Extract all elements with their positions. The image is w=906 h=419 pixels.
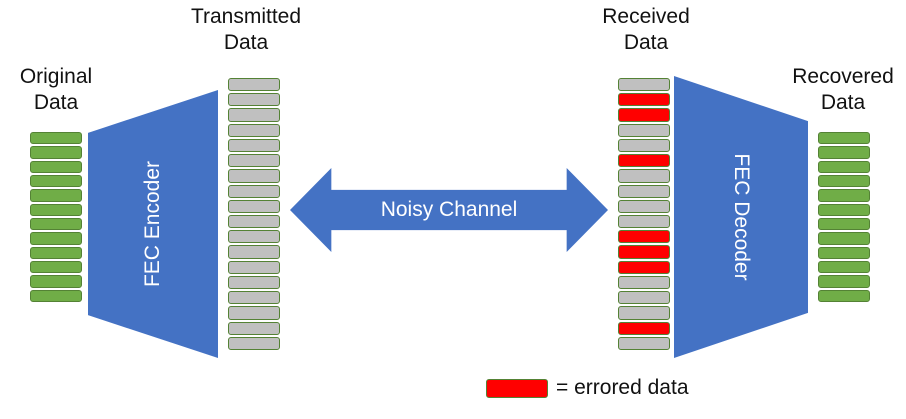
fec-decoder-label: FEC Decoder bbox=[730, 153, 753, 281]
cell-transmitted-12 bbox=[228, 245, 280, 259]
cell-received-4 bbox=[618, 123, 670, 137]
stack-transmitted-data bbox=[228, 78, 280, 350]
cell-original-10 bbox=[30, 260, 82, 274]
block-fec-encoder[interactable]: FEC Encoder bbox=[88, 90, 218, 358]
cell-transmitted-4 bbox=[228, 123, 280, 137]
cell-transmitted-9 bbox=[228, 199, 280, 213]
cell-received-10 bbox=[618, 214, 670, 229]
label-received-data: Received Data bbox=[602, 5, 690, 54]
cell-recovered-1 bbox=[818, 132, 870, 145]
cell-recovered-3 bbox=[818, 160, 870, 173]
cell-recovered-5 bbox=[818, 189, 870, 202]
cell-recovered-4 bbox=[818, 174, 870, 188]
legend: = errored data bbox=[486, 376, 689, 400]
cell-transmitted-14 bbox=[228, 275, 280, 290]
cell-transmitted-3 bbox=[228, 108, 280, 122]
label-transmitted-data: Transmitted Data bbox=[190, 5, 302, 54]
cell-received-5 bbox=[618, 138, 670, 153]
cell-original-8 bbox=[30, 232, 82, 245]
cell-received-13-errored bbox=[618, 260, 670, 274]
cell-original-9 bbox=[30, 246, 82, 259]
cell-transmitted-5 bbox=[228, 138, 280, 153]
cell-transmitted-17 bbox=[228, 321, 280, 335]
cell-transmitted-18 bbox=[228, 336, 280, 350]
label-recovered-data: Recovered Data bbox=[792, 65, 894, 114]
cell-received-2-errored bbox=[618, 93, 670, 107]
cell-received-14 bbox=[618, 275, 670, 290]
cell-received-3-errored bbox=[618, 108, 670, 122]
cell-transmitted-8 bbox=[228, 184, 280, 198]
cell-transmitted-6 bbox=[228, 154, 280, 168]
legend-errored-swatch bbox=[486, 378, 548, 398]
cell-original-11 bbox=[30, 275, 82, 288]
cell-recovered-8 bbox=[818, 232, 870, 245]
cell-transmitted-10 bbox=[228, 214, 280, 229]
cell-received-18 bbox=[618, 336, 670, 350]
cell-original-2 bbox=[30, 146, 82, 159]
stack-received-data bbox=[618, 78, 670, 350]
cell-recovered-10 bbox=[818, 260, 870, 274]
cell-received-17-errored bbox=[618, 321, 670, 335]
cell-received-9 bbox=[618, 199, 670, 213]
cell-received-1 bbox=[618, 78, 670, 92]
cell-transmitted-2 bbox=[228, 93, 280, 107]
cell-received-16 bbox=[618, 306, 670, 320]
cell-transmitted-11 bbox=[228, 230, 280, 244]
cell-original-7 bbox=[30, 217, 82, 231]
cell-received-7 bbox=[618, 169, 670, 183]
cell-received-15 bbox=[618, 291, 670, 305]
cell-recovered-9 bbox=[818, 246, 870, 259]
stack-recovered-data bbox=[818, 132, 870, 302]
cell-original-12 bbox=[30, 289, 82, 302]
cell-transmitted-7 bbox=[228, 169, 280, 183]
cell-original-5 bbox=[30, 189, 82, 202]
cell-original-3 bbox=[30, 160, 82, 173]
cell-recovered-12 bbox=[818, 289, 870, 302]
noisy-channel-arrow[interactable]: Noisy Channel bbox=[290, 168, 608, 252]
cell-recovered-11 bbox=[818, 275, 870, 288]
legend-errored-label: = errored data bbox=[556, 376, 689, 399]
double-arrow-icon bbox=[290, 168, 608, 252]
cell-recovered-6 bbox=[818, 203, 870, 216]
cell-original-4 bbox=[30, 174, 82, 188]
label-original-data: Original Data bbox=[19, 65, 93, 114]
cell-transmitted-16 bbox=[228, 306, 280, 320]
cell-recovered-7 bbox=[818, 217, 870, 231]
fec-encoder-label: FEC Encoder bbox=[141, 160, 164, 288]
cell-received-12-errored bbox=[618, 245, 670, 259]
cell-recovered-2 bbox=[818, 146, 870, 159]
block-fec-decoder[interactable]: FEC Decoder bbox=[674, 76, 808, 358]
cell-received-11-errored bbox=[618, 230, 670, 244]
cell-transmitted-1 bbox=[228, 78, 280, 92]
cell-original-6 bbox=[30, 203, 82, 216]
cell-original-1 bbox=[30, 132, 82, 145]
cell-received-8 bbox=[618, 184, 670, 198]
cell-transmitted-13 bbox=[228, 260, 280, 274]
cell-transmitted-15 bbox=[228, 291, 280, 305]
stack-original-data bbox=[30, 132, 82, 302]
cell-received-6-errored bbox=[618, 154, 670, 168]
